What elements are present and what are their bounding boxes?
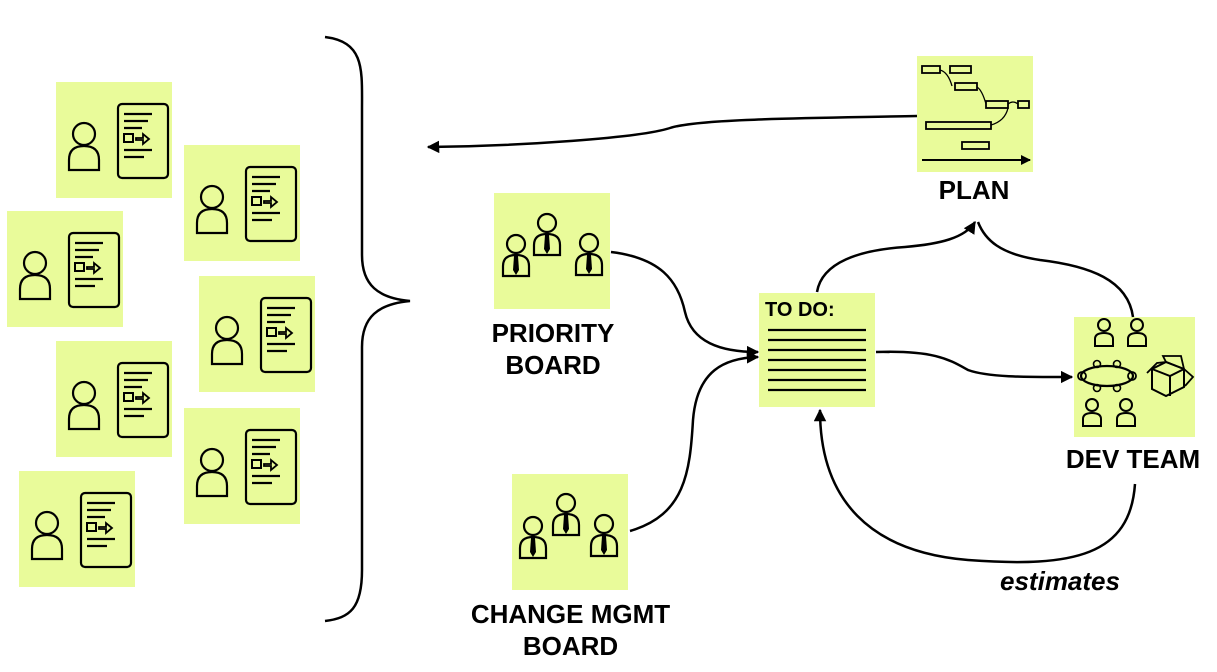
requirement-card-icon [197,274,317,394]
arrow-change-mgmt-to-todo [629,351,760,533]
plan-icon [917,56,1033,172]
arrow-todo-to-plan [815,220,977,293]
arrow-todo-to-dev-team [875,350,1074,384]
requirement-card-icon [54,80,174,200]
priority-board-label-line-1: PRIORITY [491,318,615,348]
priority-board-icon [494,193,610,309]
arrow-estimates-to-todo [813,408,1137,564]
todo-header: TO DO: [765,299,835,321]
estimates-label: estimates [1000,566,1120,596]
requirement-card-icon [5,209,125,329]
arrow-priority-to-todo [610,250,760,359]
change-mgmt-board-label: CHANGE MGMT BOARD [458,599,683,662]
dev-team-label: DEV TEAM [1065,444,1201,474]
requirement-card-icon [182,143,302,263]
arrow-plan-to-requirements [426,114,918,154]
curly-brace [324,35,411,623]
priority-board-label-line-2: BOARD [505,349,601,380]
todo-list-icon [759,293,875,407]
priority-board-label: PRIORITY BOARD [480,318,626,381]
requirement-card-icon [182,406,302,526]
change-mgmt-board-label-line-1: CHANGE MGMT [470,599,671,629]
plan-label: PLAN [938,175,1010,205]
arrow-dev-team-to-plan [976,221,1135,318]
requirement-card-icon [17,469,137,589]
requirement-card-icon [54,339,174,459]
change-mgmt-board-icon [512,474,628,590]
dev-team-icon [1074,317,1195,437]
change-mgmt-board-label-line-2: BOARD [522,630,619,661]
